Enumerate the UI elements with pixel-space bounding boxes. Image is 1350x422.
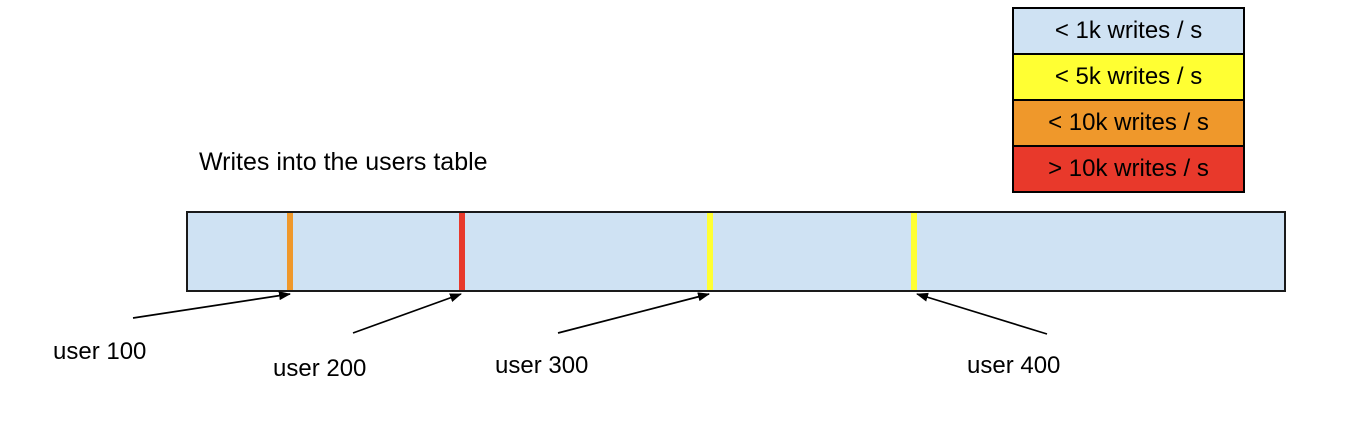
annotation-user-100: user 100 — [53, 338, 147, 365]
legend: < 1k writes / s < 5k writes / s < 10k wr… — [1012, 7, 1245, 193]
arrow-user-400 — [916, 292, 1048, 335]
marker-user-300 — [707, 213, 713, 290]
legend-item-gt-10k: > 10k writes / s — [1014, 145, 1243, 191]
marker-user-200 — [459, 213, 465, 290]
marker-user-400 — [911, 213, 917, 290]
arrow-user-200 — [352, 293, 462, 334]
marker-user-100 — [287, 213, 293, 290]
annotation-user-200: user 200 — [273, 355, 367, 382]
annotation-user-300: user 300 — [495, 352, 589, 379]
arrow-user-100 — [132, 291, 291, 319]
users-table-bar — [186, 211, 1286, 292]
legend-item-label: < 5k writes / s — [1054, 63, 1203, 90]
diagram-title: Writes into the users table — [199, 148, 488, 176]
annotation-user-400: user 400 — [967, 352, 1061, 379]
legend-item-lt-10k: < 10k writes / s — [1014, 99, 1243, 145]
legend-item-lt-5k: < 5k writes / s — [1014, 53, 1243, 99]
legend-item-label: < 10k writes / s — [1048, 109, 1209, 136]
arrow-user-300 — [557, 292, 710, 334]
legend-item-lt-1k: < 1k writes / s — [1014, 9, 1243, 53]
legend-item-label: > 10k writes / s — [1048, 155, 1209, 182]
legend-item-label: < 1k writes / s — [1054, 17, 1203, 44]
